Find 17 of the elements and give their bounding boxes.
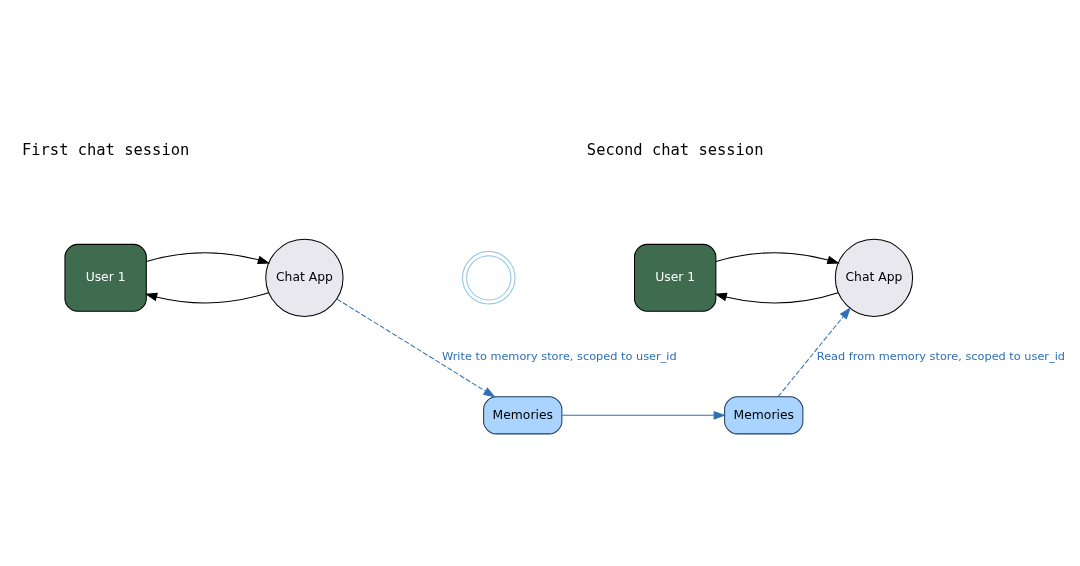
arrow xyxy=(145,251,271,264)
node-box: Memories xyxy=(724,395,804,434)
node-picture xyxy=(462,250,516,305)
edge-label: Read from memory store, scoped to user_id xyxy=(816,348,1065,363)
node-circle: Chat App xyxy=(265,238,344,317)
node-box: User 1 xyxy=(64,243,147,312)
node-box: Memories xyxy=(483,395,563,434)
label: Second chat session xyxy=(586,140,764,159)
arrow xyxy=(715,251,840,264)
label: First chat session xyxy=(21,140,190,159)
arrow xyxy=(336,298,496,398)
arrow xyxy=(144,291,270,303)
arrow xyxy=(777,306,852,397)
node-box: User 1 xyxy=(634,243,717,312)
arrow xyxy=(561,410,726,420)
arrow xyxy=(714,291,839,303)
edge-label: Write to memory store, scoped to user_id xyxy=(441,348,677,363)
